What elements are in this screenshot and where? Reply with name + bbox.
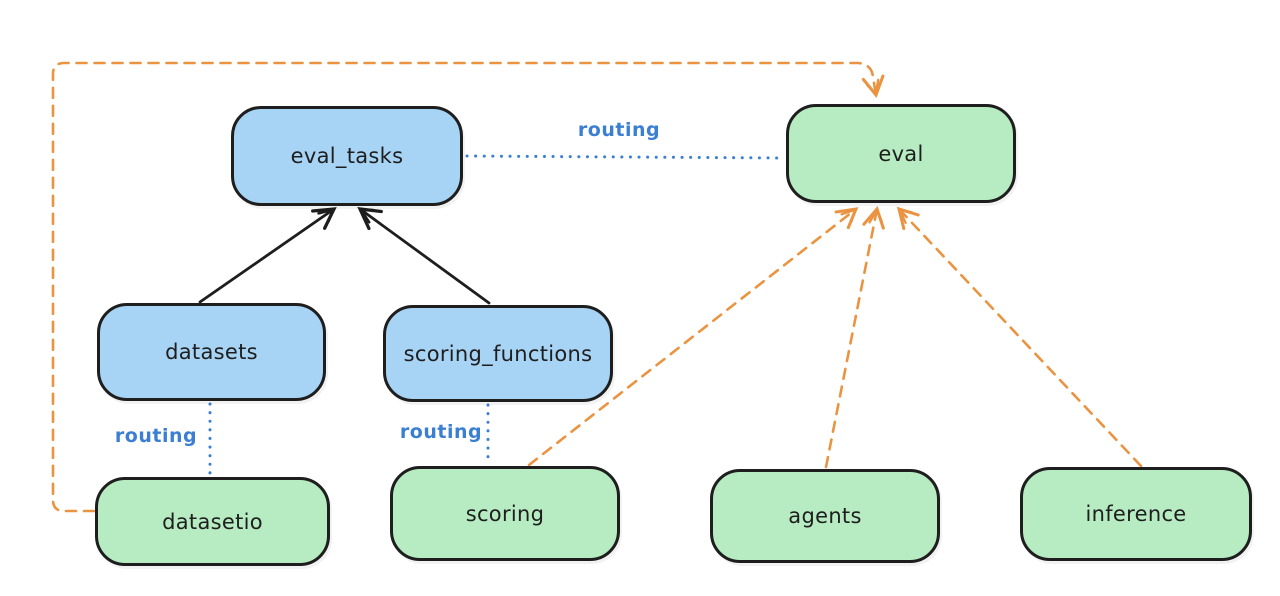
edge-inference-to-eval xyxy=(896,206,1143,468)
node-datasets-label: datasets xyxy=(165,340,258,364)
node-eval-tasks-label: eval_tasks xyxy=(290,144,404,168)
edge-label-routing-scoring-functions: routing xyxy=(399,421,483,443)
node-datasetio: datasetio xyxy=(95,477,330,566)
node-scoring-functions: scoring_functions xyxy=(383,305,613,402)
node-inference: inference xyxy=(1020,467,1252,561)
node-scoring-label: scoring xyxy=(465,501,545,526)
node-scoring: scoring xyxy=(390,466,620,561)
edge-eval-tasks-to-eval-routing xyxy=(465,154,786,160)
edge-label-routing-datasets: routing xyxy=(114,425,198,447)
node-inference-label: inference xyxy=(1085,502,1187,526)
edge-label-routing-eval-tasks: routing xyxy=(577,119,661,141)
node-datasets: datasets xyxy=(97,303,326,401)
node-agents: agents xyxy=(710,469,940,563)
node-datasetio-label: datasetio xyxy=(162,509,263,534)
node-scoring-functions-label: scoring_functions xyxy=(403,341,593,366)
node-eval-tasks: eval_tasks xyxy=(231,106,463,206)
edge-scoring-functions-to-eval-tasks xyxy=(357,207,491,305)
edge-agents-to-eval xyxy=(824,205,885,469)
edge-datasets-to-eval-tasks xyxy=(198,207,337,304)
node-eval-label: eval xyxy=(878,141,924,166)
node-eval: eval xyxy=(786,104,1016,203)
node-agents-label: agents xyxy=(788,504,862,528)
